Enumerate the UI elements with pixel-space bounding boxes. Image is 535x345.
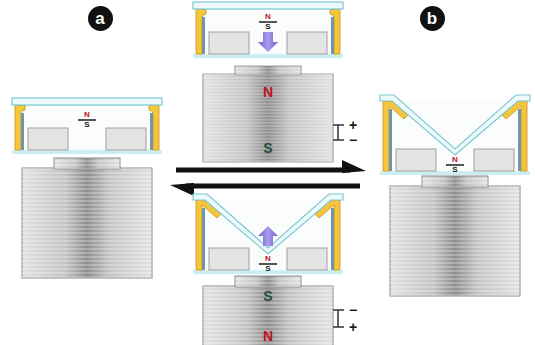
magnet-pole: S	[84, 121, 89, 129]
state-badge: a	[88, 6, 113, 31]
actuator-deflected	[380, 95, 530, 175]
magnet-pole: N	[265, 13, 271, 21]
force-arrow	[258, 32, 278, 52]
electromagnet	[203, 276, 333, 345]
magnet-pole: N	[452, 156, 458, 164]
terminal-sign: +	[349, 320, 357, 334]
magnet-pole: S	[265, 23, 270, 31]
magnet-pole: S	[265, 265, 270, 273]
force-arrow	[258, 226, 278, 246]
magnet-pole: N	[265, 255, 271, 263]
core-pole: S	[263, 141, 272, 155]
reaction-arrow	[176, 168, 350, 173]
state-letter: a	[95, 10, 104, 27]
terminal-sign: −	[349, 303, 357, 317]
magnet-pole: S	[452, 166, 457, 174]
electromagnet	[390, 176, 520, 296]
electromagnet	[203, 66, 333, 162]
wire	[333, 125, 344, 140]
terminal-sign: −	[349, 133, 357, 147]
terminal-sign: +	[349, 118, 357, 132]
actuator-flat	[193, 2, 343, 58]
actuator-deflected	[193, 194, 343, 274]
reaction-arrow	[186, 184, 360, 189]
actuator-flat	[12, 98, 162, 154]
state-letter: b	[427, 10, 437, 27]
arrow-head	[170, 183, 194, 196]
wire	[333, 310, 344, 327]
arrow-head	[342, 160, 366, 173]
core-pole: N	[263, 85, 273, 99]
core-pole: S	[263, 289, 272, 303]
magnet-pole: N	[84, 111, 90, 119]
electromagnet	[22, 158, 152, 278]
state-badge: b	[420, 6, 445, 31]
core-pole: N	[263, 329, 273, 343]
